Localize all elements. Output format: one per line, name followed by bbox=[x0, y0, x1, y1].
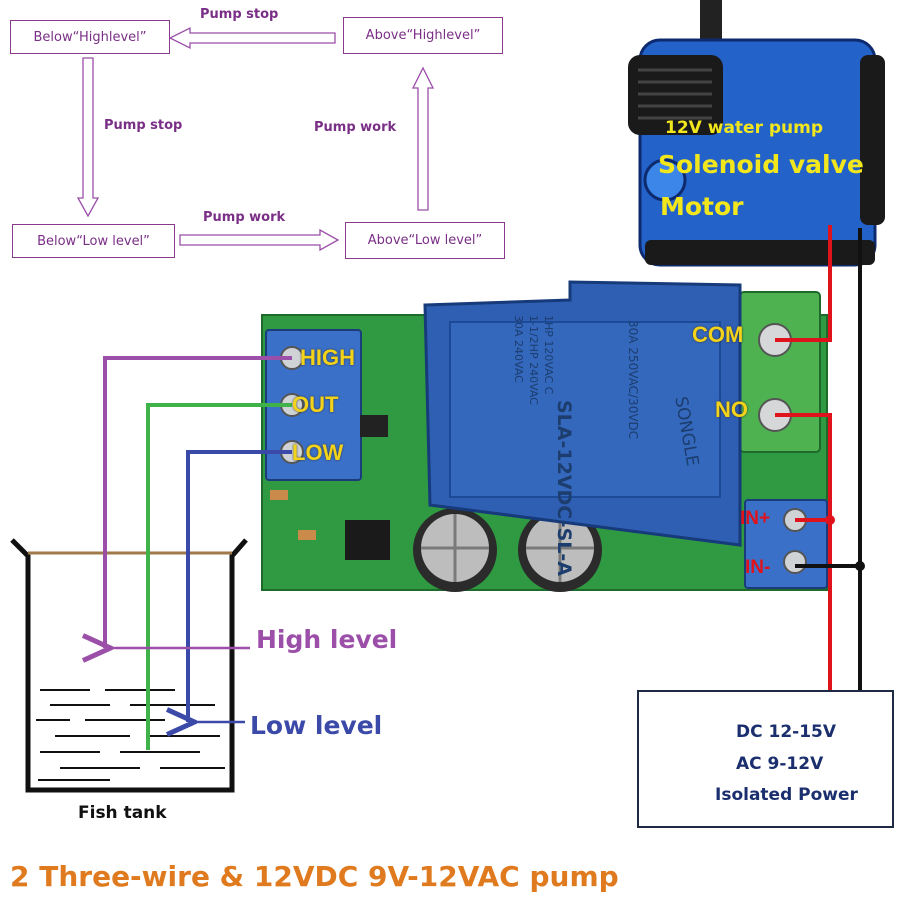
relay-rating-1: 30A 250VAC/30VDC bbox=[626, 320, 640, 440]
wire-low bbox=[186, 450, 292, 722]
low-level-label: Low level bbox=[250, 711, 383, 740]
state-below-low: Below“Low level” bbox=[12, 224, 175, 258]
water-pump bbox=[628, 0, 885, 267]
arrow-right bbox=[411, 66, 435, 211]
label-bottom-transition: Pump work bbox=[203, 210, 286, 225]
arrow-bottom bbox=[179, 228, 340, 252]
footer-title: 2 Three-wire & 12VDC 9V-12VAC pump bbox=[10, 860, 619, 893]
relay-rating-4: 30A 240VAC bbox=[512, 315, 525, 383]
relay-rating-3: 1-1/2HP 240VAC bbox=[527, 315, 540, 405]
wire-high bbox=[103, 356, 292, 648]
fish-tank-label: Fish tank bbox=[78, 803, 167, 823]
wire-com-red bbox=[775, 225, 832, 342]
arrow-left bbox=[76, 57, 100, 218]
arrow-top bbox=[168, 26, 336, 50]
pump-line-3: Motor bbox=[660, 192, 744, 221]
power-supply-box: DC 12-15V AC 9-12V Isolated Power bbox=[637, 690, 894, 828]
pin-low: LOW bbox=[292, 440, 344, 465]
pump-line-2: Solenoid valve bbox=[658, 150, 864, 179]
wire-out bbox=[146, 403, 292, 750]
state-above-low: Above“Low level” bbox=[345, 222, 505, 259]
state-below-high: Below“Highlevel” bbox=[10, 20, 170, 54]
pin-in-plus: IN+ bbox=[740, 508, 771, 529]
label-left-transition: Pump stop bbox=[104, 118, 183, 133]
pin-high: HIGH bbox=[300, 345, 355, 370]
power-line-ac: AC 9-12V bbox=[736, 754, 824, 774]
pin-out: OUT bbox=[292, 392, 339, 417]
power-line-dc: DC 12-15V bbox=[736, 722, 837, 742]
label-top-transition: Pump stop bbox=[200, 7, 279, 22]
relay-rating-2: 1HP 120VAC C bbox=[542, 315, 555, 395]
state-above-high: Above“Highlevel” bbox=[343, 17, 503, 54]
fish-tank bbox=[10, 538, 248, 793]
relay-module-board bbox=[261, 280, 828, 592]
water-lines bbox=[36, 689, 225, 781]
wire-no-red bbox=[775, 413, 832, 690]
relay-model: SLA-12VDC-SL-A bbox=[553, 400, 575, 576]
pin-no: NO bbox=[715, 397, 748, 422]
pump-hose bbox=[700, 0, 722, 45]
high-level-label: High level bbox=[256, 625, 398, 654]
pin-in-minus: IN- bbox=[745, 557, 771, 578]
pump-title: 12V water pump bbox=[665, 118, 824, 138]
label-right-transition: Pump work bbox=[314, 120, 397, 135]
power-line-isolated: Isolated Power bbox=[715, 785, 858, 805]
state-arrows bbox=[76, 26, 435, 252]
pin-com: COM bbox=[692, 322, 744, 347]
